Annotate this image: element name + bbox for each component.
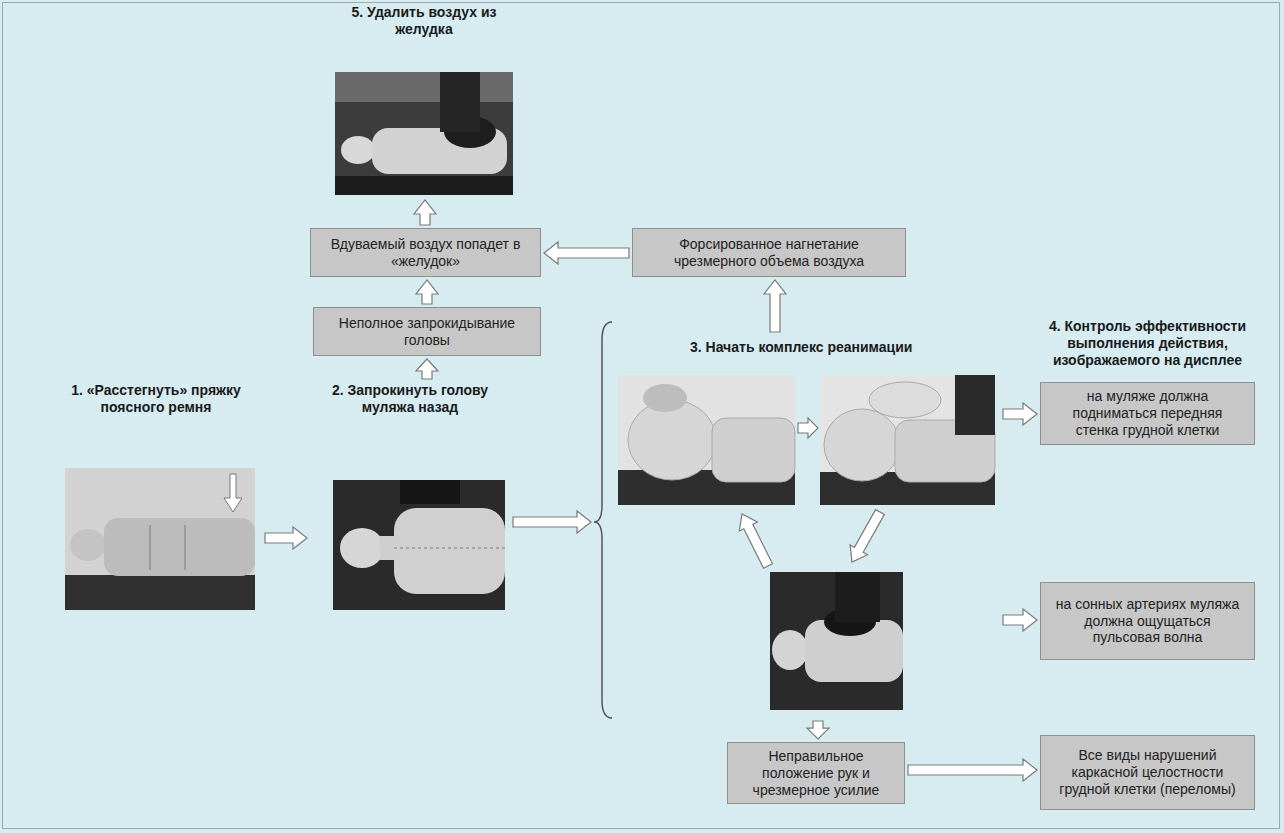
box-text: Форсированное нагнетание чрезмерного объ… [642,236,896,270]
process-box: Все виды нарушений каркасной целостности… [1040,735,1255,810]
flow-arrow [414,200,436,225]
process-box: Неправильное положение рук и чрезмерное … [727,742,905,804]
process-box: Вдуваемый воздух попадет в «желудок» [310,228,541,277]
step-heading: 2. Запрокинуть голову муляжа назад [310,382,510,416]
flow-arrow [265,527,307,549]
flow-arrow [416,359,438,379]
photo [770,572,903,710]
box-text: на муляже должна подниматься передняя ст… [1050,388,1245,438]
flow-arrow [908,759,1037,781]
box-text: на сонных артериях муляжа должна ощущать… [1050,596,1245,646]
photo [618,375,795,505]
flow-arrow [764,280,786,332]
photo [65,468,255,610]
box-text: Все виды нарушений каркасной целостности… [1050,747,1245,797]
flow-arrow [807,721,829,739]
bracket [594,322,612,718]
box-text: Неправильное положение рук и чрезмерное … [737,748,895,798]
process-box: Форсированное нагнетание чрезмерного объ… [632,228,906,277]
process-box: на сонных артериях муляжа должна ощущать… [1040,582,1255,660]
flow-arrow [1003,609,1037,631]
step-heading: 1. «Расстегнуть» пряжку поясного ремня [50,382,262,416]
step-heading: 4. Контроль эффективности выполнения дей… [1040,318,1255,368]
cycle-arrow [798,418,818,438]
box-text: Вдуваемый воздух попадет в «желудок» [320,236,531,270]
step-group: 3. Начать комплекс реанимации [594,335,1000,718]
photo [820,375,995,505]
photo [335,72,513,195]
cycle-arrow [850,510,884,562]
step-photo-frame: 5. Удалить воздух из желудка [330,4,518,197]
box-text: Неполное запрокидывание головы [323,315,531,349]
control-step: 4. Контроль эффективности выполнения дей… [1040,318,1255,445]
cycle-arrow [739,514,772,568]
flow-arrow [1003,403,1037,425]
flow-arrow [513,511,591,533]
photo [333,480,505,610]
result-box: на муляже должна подниматься передняя ст… [1040,382,1255,444]
process-box: Неполное запрокидывание головы [313,307,541,356]
flow-arrow [416,280,438,304]
step-heading: 3. Начать комплекс реанимации [690,339,1000,356]
step-photo-frame: 1. «Расстегнуть» пряжку поясного ремня [50,382,262,612]
flow-arrow [544,242,629,264]
step-heading: 5. Удалить воздух из желудка [330,4,518,38]
step-photo-frame: 2. Запрокинуть голову муляжа назад [310,382,510,612]
